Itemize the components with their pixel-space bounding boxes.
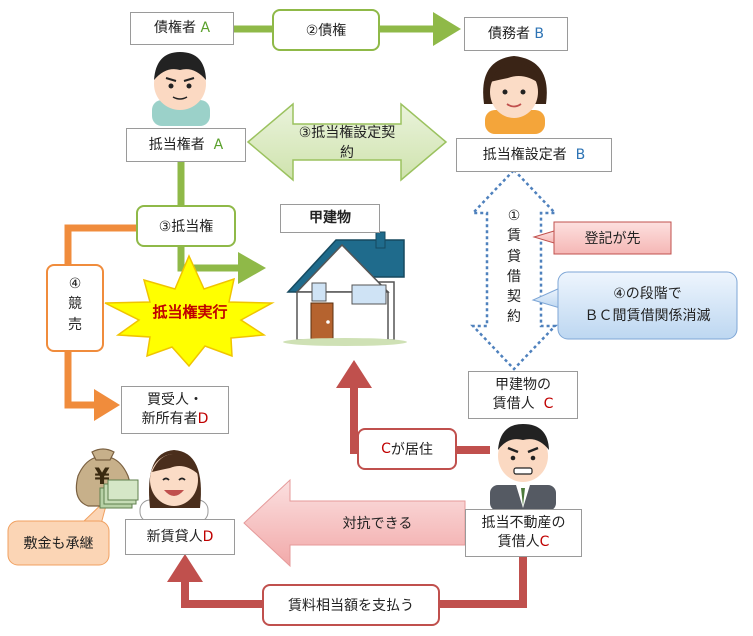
auction-char-3: 売 (68, 316, 82, 333)
property-box: 甲建物 (280, 204, 380, 233)
lease-char-6: 約 (507, 309, 521, 326)
debtor-box: 債務者 B (464, 17, 568, 51)
residence-tag: C (381, 441, 391, 457)
mortgage-contract-label: ③抵当権設定契約 (298, 125, 396, 161)
tenant-tag: C (543, 396, 554, 412)
deposit-callout: 敷金も承継 (23, 536, 94, 552)
tenant-box: 甲建物の 賃借人 C (468, 371, 578, 419)
creditor-tag: A (200, 20, 211, 37)
registration-callout-shape (532, 221, 672, 255)
mortgagor-name: 抵当権設定者 (482, 146, 567, 163)
deposit-callout-shape (7, 496, 110, 566)
new-lessor-name: 新賃貸人 (146, 528, 203, 545)
mortgagor-tag: B (575, 146, 586, 163)
auction-label: ④ 競 売 (46, 264, 104, 352)
execution-burst-label: 抵当権実行 (152, 302, 228, 321)
claim-label: ②債権 (272, 9, 380, 51)
lessee-box: 抵当不動産の 賃借人C (465, 509, 582, 557)
buyer-box: 買受人・ 新所有者D (121, 386, 229, 434)
stage-callout-shape (531, 271, 738, 340)
lease-dotted-arrow (470, 168, 558, 371)
debtor-tag: B (534, 25, 545, 42)
lessee-line1: 抵当不動産の (481, 515, 566, 532)
creditor-person-icon (152, 52, 210, 126)
auction-char-1: ④ (68, 276, 82, 292)
debtor-person-icon (483, 56, 547, 134)
buyer-line2: 新所有者 (141, 411, 198, 427)
lease-char-2: 賃 (507, 228, 521, 245)
auction-char-2: 競 (68, 296, 82, 313)
lease-char-1: ① (507, 208, 521, 224)
tenant-person-icon (490, 424, 556, 511)
execution-burst (104, 254, 275, 368)
mortgage-right-label: ③抵当権 (136, 205, 236, 247)
stage-callout-line1: ④の段階で (613, 285, 682, 302)
lease-char-5: 契 (507, 289, 521, 306)
creditor-box: 債権者 A (130, 12, 234, 45)
creditor-name: 債権者 (153, 20, 196, 37)
house-icon (283, 231, 407, 346)
tenant-line1: 甲建物の (495, 377, 551, 394)
stage-callout-line2: ＢＣ間賃借関係消滅 (584, 307, 711, 324)
oppose-label: 対抗できる (342, 516, 413, 532)
stage-callout: ④の段階で ＢＣ間賃借関係消滅 (558, 272, 737, 339)
mortgagor-box: 抵当権設定者 B (456, 138, 612, 172)
new-lessor-person-icon (139, 450, 209, 523)
mortgage-contract-arrow (246, 102, 448, 182)
mortgage-right-arrow (177, 160, 266, 284)
registration-callout: 登記が先 (584, 231, 641, 247)
mortgagee-tag: A (213, 136, 224, 153)
lease-char-4: 借 (507, 268, 521, 285)
rent-label: 賃料相当額を支払う (262, 584, 440, 626)
money-bag-icon (75, 448, 139, 509)
lessee-tag: C (539, 534, 550, 550)
debtor-name: 債務者 (487, 25, 530, 42)
lessee-line2: 賃借人 (497, 534, 540, 550)
lease-char-3: 貸 (507, 248, 521, 265)
new-lessor-tag: D (202, 528, 214, 545)
tenant-line2: 賃借人 (492, 396, 535, 412)
property-name: 甲建物 (309, 210, 351, 227)
lease-label: ① 賃 貸 借 契 約 (502, 206, 526, 328)
mortgagee-box: 抵当権者 A (126, 128, 246, 162)
mortgagee-name: 抵当権者 (148, 136, 205, 153)
buyer-line1: 買受人・ (147, 392, 203, 409)
residence-text: が居住 (390, 442, 433, 458)
yen-sign: ¥ (94, 464, 110, 490)
buyer-tag: D (197, 411, 209, 427)
